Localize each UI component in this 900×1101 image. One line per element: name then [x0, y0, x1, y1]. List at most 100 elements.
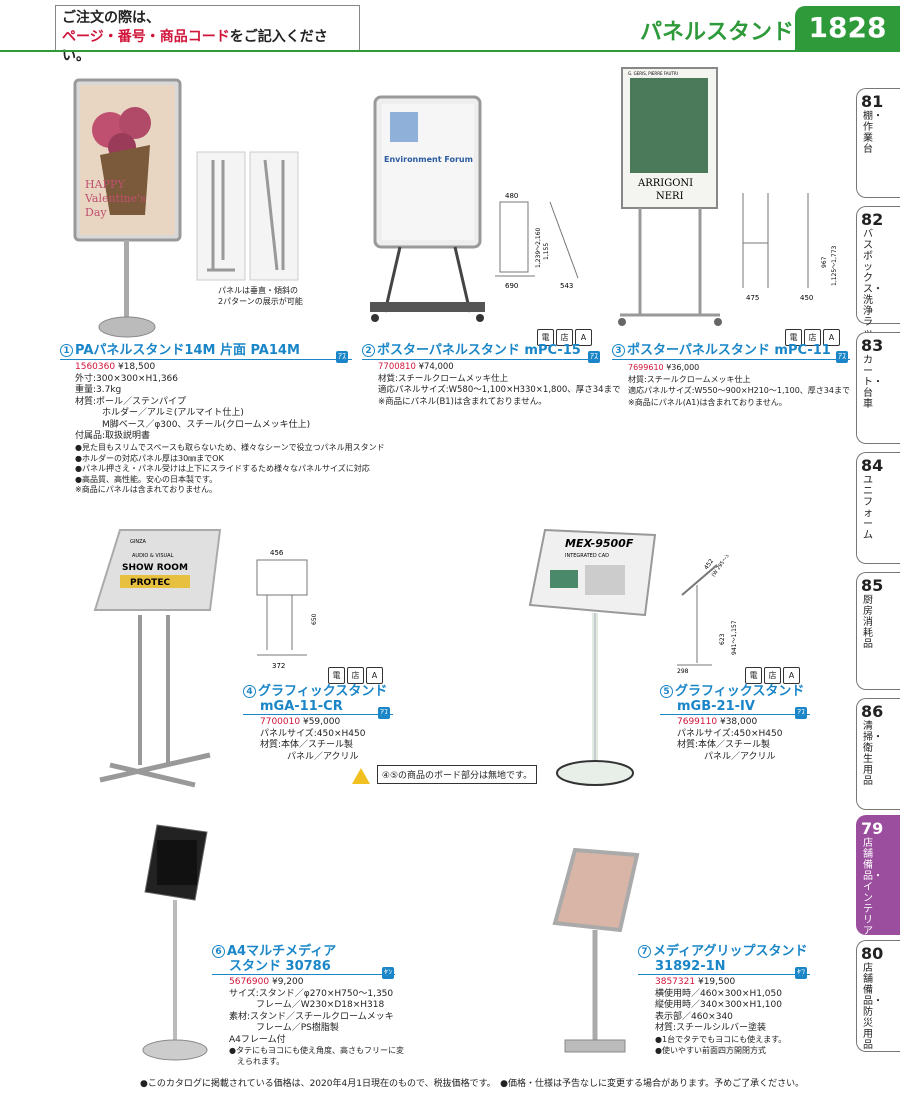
p3-poster-arrigoni: ARRIGONI — [637, 178, 693, 189]
a-grade-icon: A — [783, 667, 800, 684]
p4-dim-650: 650 — [311, 613, 318, 625]
p3-poster-neri: NERI — [656, 191, 684, 202]
p5-dim-623: 623 — [719, 633, 726, 645]
product3-image: G. GERIS, PIERRE FAUTRI ARRIGONI NERI — [618, 67, 722, 326]
p2-details: 7700810 ¥74,000 材質:スチールクロームメッキ仕上 適応パネルサイ… — [378, 362, 621, 407]
p3-price: ¥36,000 — [666, 363, 700, 372]
p4-dim-456: 456 — [270, 549, 284, 557]
phone-order-icon: 電 — [785, 329, 802, 346]
p5-title-model: mGB-21-IV — [677, 699, 755, 714]
p4-sign-audio: AUDIO & VISUAL — [132, 553, 174, 559]
p4-badge: ｱｽ — [378, 707, 390, 719]
p4-sign-top: GINZA — [130, 539, 147, 545]
p5-code: 7699110 — [677, 717, 718, 727]
phone-order-icon: 電 — [328, 667, 345, 684]
p5-price: ¥38,000 — [719, 717, 758, 727]
p4-sign-showroom: SHOW ROOM — [122, 563, 188, 573]
p2-dim-1155: 1,155 — [543, 243, 550, 260]
p2-price: ¥74,000 — [418, 362, 454, 372]
p6-badge: ｾﾝ — [382, 967, 394, 979]
p3-dim-475: 475 — [746, 294, 759, 302]
p7-code: 3857321 — [655, 977, 696, 987]
p2-dim-480: 480 — [505, 192, 518, 200]
p5-badge: ｱｽ — [795, 707, 807, 719]
p5-dim-height-range: 941～1,157 — [731, 620, 738, 655]
product4-image: GINZA AUDIO & VISUAL SHOW ROOM PROTEC — [93, 529, 222, 788]
p4-details: 7700010 ¥59,000 パネルサイズ:450×H450 材質:本体／スチ… — [260, 717, 366, 762]
order-note: ご注文の際は、 ページ・番号・商品コードをご記入ください。 — [55, 5, 360, 64]
p5-sign-cad: INTEGRATED CAD — [565, 553, 609, 559]
p2-code: 7700810 — [378, 362, 416, 372]
p3-code: 7699610 — [628, 363, 664, 372]
product1-side-views — [196, 151, 299, 281]
p6-notes: ●タテにもヨコにも使え角度、高さもフリーに変 えられます。 — [229, 1046, 404, 1066]
p4-title-model: mGA-11-CR — [260, 699, 343, 714]
p3-dim-height-range: 1,125～1,773 — [831, 245, 838, 286]
order-note-line1: ご注文の際は、 — [62, 10, 160, 26]
p6-price: ¥9,200 — [271, 977, 304, 987]
p7-details: 3857321 ¥19,500 横使用時／460×300×H1,050 縦使用時… — [655, 977, 782, 1033]
p4-title-rule — [243, 714, 393, 715]
p1-badge: ｱｽ — [336, 351, 348, 363]
footer-note: ●このカタログに掲載されている価格は、2020年4月1日現在のもので、税抜価格で… — [140, 1079, 805, 1089]
p1-poster-happy: HAPPY — [85, 178, 125, 191]
a-grade-icon: A — [575, 329, 592, 346]
p7-price: ¥19,500 — [697, 977, 736, 987]
header-rule — [0, 50, 900, 52]
p3-title-rule — [612, 359, 850, 360]
p6-details: 5676900 ¥9,200 サイズ:スタンド／φ270×H750～1,350 … — [229, 977, 394, 1045]
p1-poster-day: Day — [85, 206, 107, 219]
p1-price: ¥18,500 — [117, 362, 156, 372]
product6-image — [142, 824, 208, 1061]
a-grade-icon: A — [823, 329, 840, 346]
product3-diagram: 475 450 967 1,125～1,773 — [742, 193, 838, 302]
product1-image: HAPPY Valentine's Day — [73, 78, 182, 338]
a-grade-icon: A — [366, 667, 383, 684]
p5-sign-mex: MEX-9500F — [565, 537, 634, 550]
p7-title-rule — [638, 974, 810, 975]
p6-title-model: スタンド 30786 — [229, 959, 331, 974]
shop-icon: 店 — [804, 329, 821, 346]
p7-notes: ●1台でタテでもヨコにも使えます。 ●使いやすい前面四方開閉方式 — [655, 1035, 787, 1055]
p1-code: 1560360 — [75, 362, 116, 372]
product4-diagram: 456 372 650 — [256, 549, 318, 670]
p5-dim-298: 298 — [677, 668, 689, 675]
p1-caption: パネルは垂直・傾斜の 2パターンの展示が可能 — [218, 286, 303, 306]
product2-diagram: 480 690 543 1,239～2,160 1,155 — [495, 192, 579, 290]
p3-details: 7699610 ¥36,000 材質:スチールクロームメッキ仕上 適応パネルサイ… — [628, 363, 850, 407]
p2-poster-title: Environment Forum — [384, 155, 473, 164]
product5-diagram: 452 (W 295～310) 298 623 941～1,157 — [677, 555, 738, 675]
p2-dim-543: 543 — [560, 282, 573, 290]
p7-title-model: 31892-1N — [655, 959, 726, 974]
phone-order-icon: 電 — [745, 667, 762, 684]
p3-badge: ｱｽ — [836, 351, 848, 363]
p1-poster-valentines: Valentine's — [84, 192, 146, 205]
p7-badge: ｾﾌ — [795, 967, 807, 979]
shop-icon: 店 — [764, 667, 781, 684]
warning-text: ④⑤の商品のボード部分は無地です。 — [376, 765, 538, 784]
p1-title-rule — [60, 359, 352, 360]
p2-title-rule — [362, 359, 600, 360]
order-note-rest: をご記入ください。 — [62, 29, 328, 64]
p4-sign-protec: PROTEC — [130, 578, 170, 588]
p2-dim-height-range: 1,239～2,160 — [535, 227, 542, 268]
p4-dim-372: 372 — [272, 662, 285, 670]
shop-icon: 店 — [556, 329, 573, 346]
p3-poster-top: G. GERIS, PIERRE FAUTRI — [628, 71, 678, 76]
warning-icon — [352, 767, 370, 784]
